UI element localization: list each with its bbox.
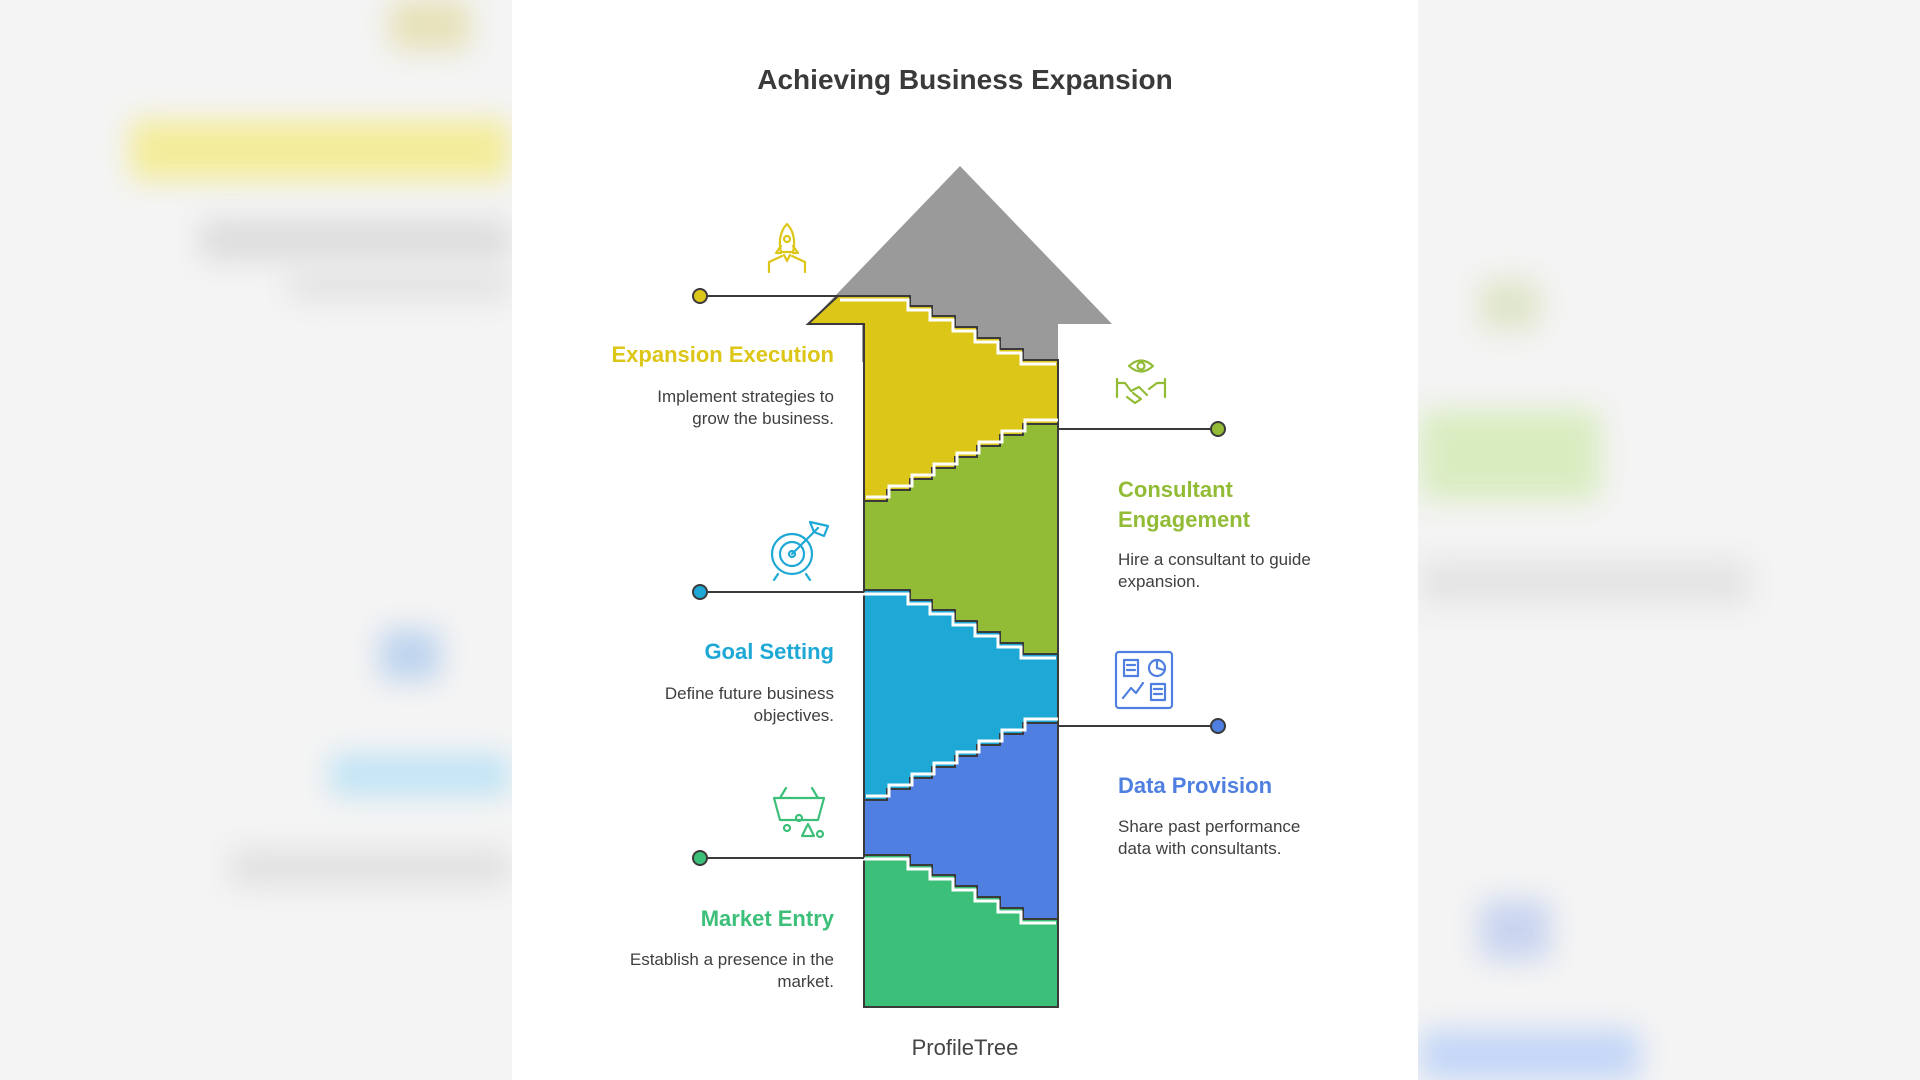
step-title-line: Engagement — [1118, 507, 1251, 532]
step-desc-line: Share past performance — [1118, 817, 1301, 836]
step-desc-line: market. — [777, 972, 834, 991]
background-blur-gray — [1420, 560, 1750, 605]
step-title-expansion-execution: Expansion Execution — [611, 342, 835, 367]
step-desc-line: grow the business. — [692, 409, 834, 428]
page-title: Achieving Business Expansion — [757, 64, 1173, 95]
infographic-card: Achieving Business Expansion — [512, 0, 1418, 1080]
dashboard-chart-icon — [1114, 650, 1174, 710]
step-title-goal-setting: Goal Setting — [704, 639, 834, 664]
background-blur-blue — [1420, 1030, 1640, 1080]
step-title-line: Consultant — [1118, 477, 1233, 502]
step-desc-consultant-engagement: Hire a consultant to guide expansion. — [1118, 549, 1311, 593]
connector-dot-data-provision — [1210, 718, 1226, 734]
rocket-launch-icon — [767, 222, 807, 274]
step-title-market-entry: Market Entry — [700, 906, 834, 931]
step-desc-line: Establish a presence in the — [629, 950, 834, 969]
step-desc-market-entry: Establish a presence in the market. — [630, 949, 834, 993]
handshake-eye-icon — [1115, 359, 1167, 405]
background-blur-olive — [1480, 280, 1540, 330]
background-blur-yellow — [130, 120, 510, 180]
stair-highlights — [840, 298, 1058, 925]
connector-dot-goal-setting — [692, 584, 708, 600]
step-desc-line: expansion. — [1118, 572, 1201, 591]
connector-dot-expansion-execution — [692, 288, 708, 304]
background-blur-gray — [200, 220, 510, 260]
background-blur-blue — [380, 630, 440, 680]
step-desc-line: Define future business — [664, 684, 834, 703]
step-desc-line: Hire a consultant to guide — [1118, 550, 1311, 569]
segment-expansion-execution — [805, 295, 1059, 502]
background-blur-olive — [390, 0, 470, 50]
background-blur-cyan — [330, 755, 510, 795]
connector-dot-consultant-engagement — [1210, 421, 1226, 437]
step-desc-line: objectives. — [753, 706, 834, 725]
step-desc-goal-setting: Define future business objectives. — [665, 683, 834, 727]
step-title-consultant-engagement: Consultant Engagement — [1118, 475, 1250, 535]
step-desc-data-provision: Share past performance data with consult… — [1118, 816, 1300, 860]
connector-dot-market-entry — [692, 850, 708, 866]
background-blur-green — [1420, 410, 1600, 500]
step-desc-expansion-execution: Implement strategies to grow the busines… — [657, 386, 834, 430]
step-desc-line: data with consultants. — [1118, 839, 1282, 858]
step-desc-line: Implement strategies to — [657, 387, 834, 406]
target-arrow-icon — [770, 520, 830, 582]
background-blur-gray — [290, 270, 510, 300]
background-blur-blue — [1480, 900, 1550, 960]
staircase-arrow-diagram — [692, 166, 1226, 1008]
basket-icon — [772, 786, 826, 839]
brand-footer: ProfileTree — [911, 1035, 1019, 1060]
step-title-data-provision: Data Provision — [1118, 773, 1273, 798]
background-blur-gray — [230, 850, 510, 885]
